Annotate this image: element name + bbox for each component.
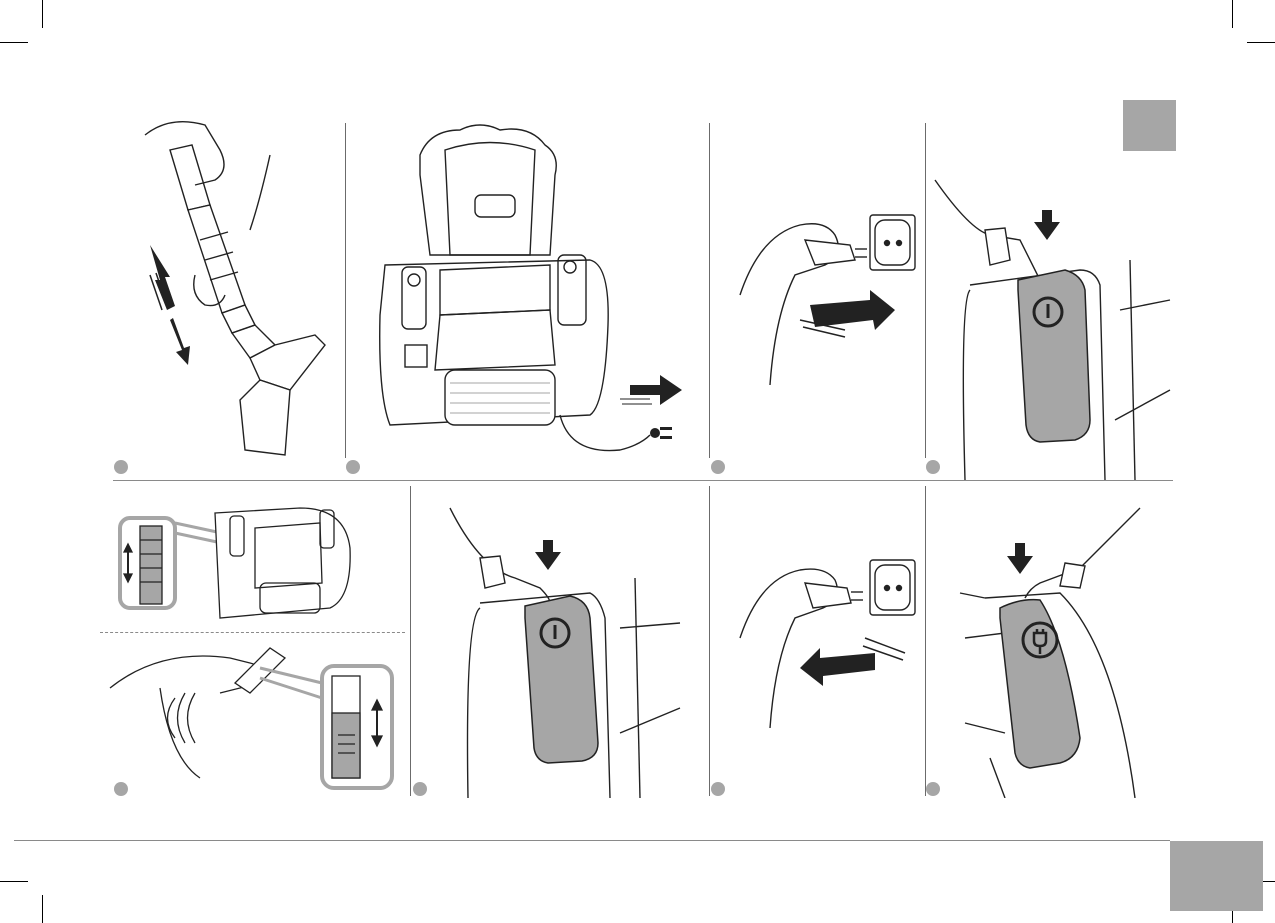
vacuum-cord-pull-arrow-icon — [350, 115, 705, 460]
hand-removing-plug-icon — [715, 488, 920, 798]
column-divider — [709, 123, 710, 458]
finger-press-power-button-icon — [420, 488, 705, 798]
crop-mark — [0, 42, 28, 43]
step-marker — [346, 460, 360, 474]
hand-adjusting-telescopic-tube-icon — [110, 110, 340, 465]
illustration-power-regulator — [100, 488, 405, 793]
step-marker — [711, 460, 725, 474]
illustration-plug-in — [715, 115, 920, 460]
page-number-tab — [1170, 841, 1263, 911]
column-divider — [709, 486, 710, 796]
crop-mark — [42, 0, 43, 28]
footer-rule — [14, 840, 1170, 841]
row-divider — [113, 480, 1173, 481]
column-divider — [410, 486, 411, 796]
hand-inserting-plug-icon — [715, 115, 920, 460]
finger-press-cord-rewind-button-icon — [930, 488, 1175, 798]
illustration-rewind-cord — [930, 488, 1175, 798]
crop-mark — [1247, 42, 1275, 43]
crop-mark — [1232, 0, 1233, 28]
power-slider-and-air-flow-regulator-icon — [100, 488, 405, 793]
illustration-power-on — [930, 120, 1175, 480]
column-divider — [345, 123, 346, 458]
crop-mark — [0, 881, 28, 882]
crop-mark — [42, 895, 43, 923]
illustration-power-off — [420, 488, 705, 798]
illustration-unwind-cord — [350, 115, 705, 460]
column-divider — [925, 123, 926, 458]
finger-press-power-button-icon — [930, 120, 1175, 480]
illustration-telescopic-tube — [110, 110, 340, 465]
illustration-unplug — [715, 488, 920, 798]
column-divider — [925, 486, 926, 796]
